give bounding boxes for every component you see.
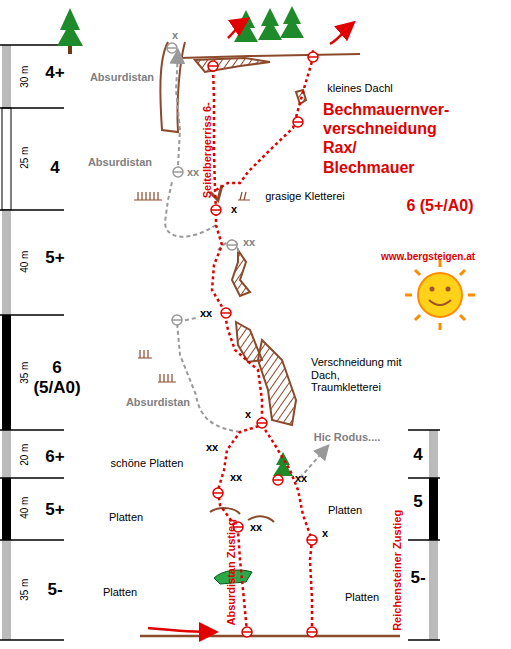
pitch-length: 20 m	[19, 444, 31, 466]
pitch-length: 25 m	[19, 147, 31, 169]
belay-mark: x	[322, 527, 328, 540]
scale-bar	[0, 45, 64, 640]
pitch-length: 40 m	[19, 497, 31, 519]
grade-label: 6+	[45, 447, 64, 467]
note-label: kleines Dachl	[327, 82, 392, 95]
grade-label: 6 (5/A0)	[33, 358, 80, 397]
variant-name: Absurdistan	[126, 396, 190, 409]
grade-label: 4	[413, 445, 422, 465]
note-label: schöne Platten	[111, 457, 184, 470]
pitch-length: 35 m	[19, 362, 31, 384]
red-route	[212, 48, 313, 632]
pitch-length: 35 m	[19, 579, 31, 601]
web-address: www.bergsteigen.at	[381, 251, 475, 263]
pitch-length: 30 m	[19, 66, 31, 88]
route-name: Absurdistan Zustieg	[225, 519, 238, 625]
belay-mark: xx	[250, 521, 262, 534]
grade-label: 6 (5+/A0)	[406, 197, 473, 215]
route-name: Reichensteiner Zustieg	[392, 509, 405, 630]
belay-mark: xx	[200, 307, 212, 320]
red-arrow	[148, 20, 352, 632]
belay-mark: xx	[187, 166, 199, 179]
belay-mark: xx	[243, 236, 255, 249]
note-label: Platten	[328, 504, 362, 517]
sun	[405, 260, 475, 330]
variant-name: Absurdistan	[90, 71, 154, 84]
route-name: Seitelbergerriss 6-	[201, 102, 214, 198]
note-label: grasige Kletterei	[265, 190, 345, 203]
note-label: Verschneidung mit Dach, Traumkletterei	[311, 356, 403, 394]
grade-label: 5-	[47, 580, 62, 600]
scale-bar	[408, 430, 440, 640]
grade-label: 5-	[410, 568, 425, 588]
belay-mark: xx	[295, 472, 307, 485]
note-label: Platten	[345, 591, 379, 604]
pitch-length: 40 m	[19, 251, 31, 273]
grade-label: 5	[413, 492, 422, 512]
belay-mark: x	[231, 203, 237, 216]
note-label: Platten	[103, 586, 137, 599]
grade-label: 5+	[45, 500, 64, 520]
belay-mark: xx	[206, 441, 218, 454]
belay-mark: x	[172, 29, 178, 42]
grade-label: 4+	[45, 63, 64, 83]
belay-mark: x	[245, 408, 251, 421]
variant-name: Absurdistan	[88, 156, 152, 169]
route-title: Bechmauernver- verschneidung Rax/ Blechm…	[323, 100, 449, 177]
grade-label: 4	[50, 158, 59, 178]
grey-route	[165, 52, 327, 478]
grade-label: 5+	[45, 248, 64, 268]
note-label: Platten	[109, 511, 143, 524]
belay-symbol	[208, 52, 318, 637]
variant-name: Hic Rodus....	[314, 431, 381, 444]
grass-mark	[134, 192, 250, 382]
belay-mark: xx	[230, 471, 242, 484]
tree	[57, 6, 304, 476]
